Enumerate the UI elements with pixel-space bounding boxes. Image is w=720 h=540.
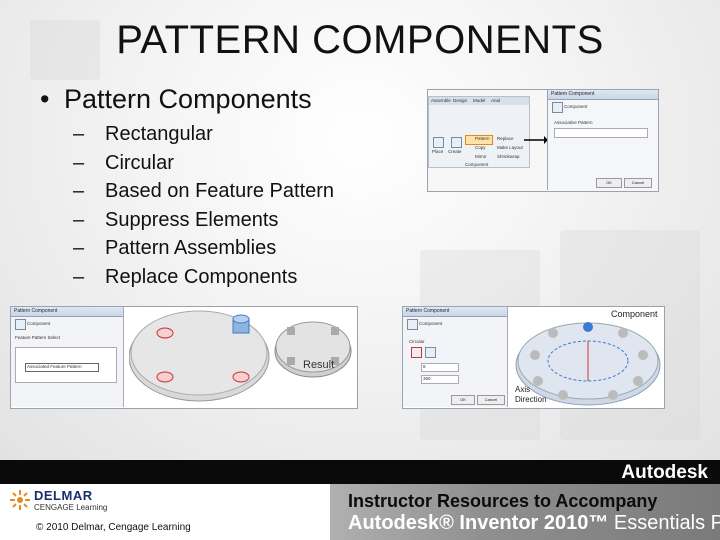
main-bullet-text: Pattern Components [64,84,312,114]
count-field[interactable] [421,363,459,372]
ribbon-tabs: Assemble Design Model Anal [429,97,529,105]
autodesk-logo: Autodesk [621,462,708,483]
ribbon-tab[interactable]: Assemble [431,98,451,103]
circular-pattern-screenshot: Pattern Component Component Circular 8 3… [402,306,665,409]
dialog-label: Component [564,104,588,109]
dialog-title: Pattern Component [548,90,658,100]
model-before [129,310,270,402]
tab-label[interactable]: Feature Pattern Select [15,335,61,340]
ribbon-button-label[interactable]: Make Layout [497,145,523,150]
footer-product: Instructor Resources to Accompany Autode… [330,484,720,540]
pattern-dialog: Pattern Component Component Associative … [547,90,658,190]
sub-bullet-item: –Suppress Elements [73,206,334,235]
sub-bullet-item: –Based on Feature Pattern [73,177,334,206]
axis-callout: Axis [515,385,531,394]
component-callout: Component [611,309,658,319]
bullet-marker: • [40,84,50,114]
ribbon-button-label: Place [432,149,444,154]
ribbon-button-label[interactable]: Shrinkwrap [497,154,520,159]
ok-button[interactable]: OK [451,395,475,405]
ribbon-screenshot: Assemble Design Model Anal Place Create … [427,89,659,192]
background-decoration [30,20,100,80]
dash-marker: – [73,265,85,288]
delmar-logo-icon [10,490,30,510]
product-line: Autodesk® Inventor 2010™ Essentials Plus [348,512,720,535]
footer-publisher: DELMAR CENGAGE Learning © 2010 Delmar, C… [0,484,330,540]
sub-bullet-text: Based on Feature Pattern [105,180,335,202]
sub-bullet-item: –Circular [73,149,334,178]
sub-bullet-text: Circular [105,151,174,174]
sub-bullet-text: Suppress Elements [105,208,279,231]
dash-marker: – [73,151,85,174]
dash-marker: – [73,123,85,145]
ribbon-button-label[interactable]: Copy [475,145,486,150]
dialog-label: Component [419,321,443,326]
sub-bullet-text: Rectangular [105,123,213,145]
axis-select-icon[interactable] [411,347,422,358]
dialog-title: Pattern Component [403,307,507,317]
ribbon-button-label: Create [448,149,462,154]
resources-line: Instructor Resources to Accompany [348,491,658,511]
direction-callout: Direction [515,395,547,404]
ribbon-panel: Assemble Design Model Anal Place Create … [428,96,530,168]
ribbon-button-label[interactable]: Mirror [475,154,487,159]
dash-marker: – [73,208,85,231]
sub-bullet-item: –Rectangular [73,120,334,149]
result-label: Result [303,359,335,371]
ribbon-tab[interactable]: Anal [491,98,501,103]
ribbon-panel-label: Component [465,162,489,167]
circular-dialog: Pattern Component Component Circular 8 3… [403,307,508,407]
cancel-button[interactable]: Cancel [477,395,505,405]
footer-band: Autodesk [0,460,720,484]
sub-bullet-list: –Rectangular –Circular –Based on Feature… [73,120,334,291]
cancel-button[interactable]: Cancel [624,178,652,188]
angle-field[interactable] [421,375,459,384]
product-name: Autodesk® Inventor 2010™ [348,512,609,534]
ok-button[interactable]: OK [596,178,622,188]
feature-dialog: Pattern Component Component Feature Patt… [11,307,124,407]
sub-bullet-text: Replace Components [105,265,298,288]
ribbon-button-label: Pattern [475,136,490,141]
list-item[interactable] [25,363,99,372]
footer: Autodesk DELMAR CENGAGE Learning © 2010 … [0,460,720,540]
dash-marker: – [73,180,85,202]
section-label: Circular [409,339,425,344]
ribbon-tab[interactable]: Design [453,98,468,103]
component-select-icon[interactable] [15,319,26,330]
publisher-name: DELMAR [34,488,93,503]
product-edition: Essentials Plus [613,512,720,534]
list-item-label: Associated Feature Pattern [27,364,82,369]
publisher-subname: CENGAGE Learning [34,503,108,512]
feature-pattern-screenshot: Pattern Component Component Feature Patt… [10,306,358,409]
pattern-button[interactable] [465,135,493,145]
create-icon[interactable] [451,137,462,148]
flip-icon[interactable] [425,347,436,358]
sub-bullet-item: –Replace Components [73,263,334,292]
ribbon-tab[interactable]: Model [473,98,486,103]
count-value: 8 [423,364,426,369]
place-icon[interactable] [433,137,444,148]
component-select-icon[interactable] [407,319,418,330]
dialog-label: Component [27,321,51,326]
main-bullet: • Pattern Components [40,84,312,115]
slide-title: PATTERN COMPONENTS [116,18,604,62]
sub-bullet-text: Pattern Assemblies [105,237,277,259]
dialog-title: Pattern Component [11,307,123,317]
model-result [274,321,352,378]
sub-bullet-item: –Pattern Assemblies [73,234,334,263]
ribbon-button-label[interactable]: Replace [497,136,514,141]
dialog-field: Associative Pattern [554,120,593,125]
circular-model [515,322,661,406]
arrow-icon [524,136,548,144]
angle-value: 360 [423,376,431,381]
copyright: © 2010 Delmar, Cengage Learning [36,522,191,533]
component-select-icon[interactable] [552,102,563,113]
dash-marker: – [73,237,85,259]
dialog-input[interactable] [554,128,648,138]
